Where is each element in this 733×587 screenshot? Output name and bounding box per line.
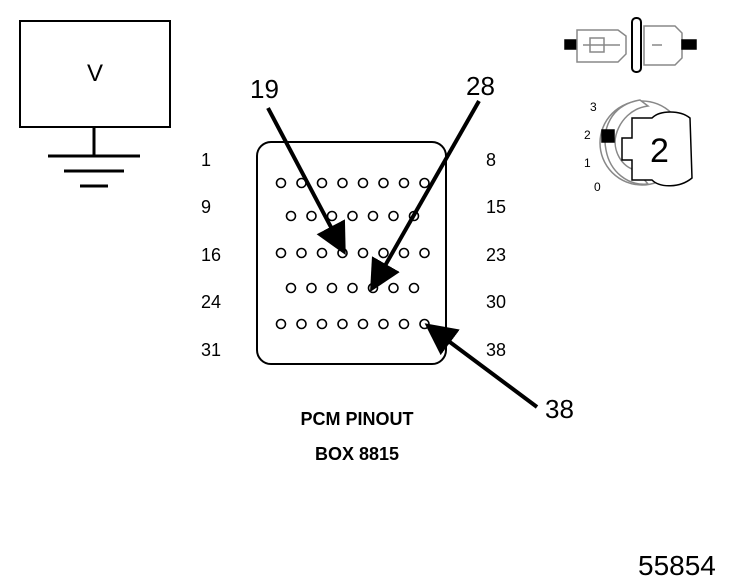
left-label-24: 24 <box>201 292 222 312</box>
left-label-9: 9 <box>201 197 212 217</box>
arrow-pin19 <box>266 107 346 256</box>
pin-hole-26 <box>326 282 338 294</box>
left-label-16: 16 <box>201 245 222 265</box>
pin-hole-20 <box>357 247 369 259</box>
right-label-38: 38 <box>486 340 507 360</box>
pin-hole-30 <box>408 282 420 294</box>
right-label-8: 8 <box>486 150 497 170</box>
switch-position-1: 1 <box>584 156 591 170</box>
pin-hole-32 <box>296 318 307 330</box>
pin-hole-1 <box>275 177 287 189</box>
caption-subtitle: BOX 8815 <box>314 444 400 464</box>
pin-hole-17 <box>296 247 307 259</box>
pcm-connector-outline <box>256 141 447 365</box>
right-label-15: 15 <box>486 197 507 217</box>
arrow-pin28 <box>370 100 481 292</box>
pin-hole-13 <box>367 210 379 222</box>
switch-position-2: 2 <box>584 128 591 142</box>
switch-position-3: 3 <box>590 100 597 114</box>
pin-hole-3 <box>316 177 328 189</box>
pin-hole-24 <box>285 282 297 294</box>
arrow-pin38 <box>424 323 539 409</box>
pin-hole-38 <box>419 318 430 330</box>
pin-hole-6 <box>378 177 389 189</box>
pin-hole-36 <box>378 318 389 330</box>
voltmeter-label: V <box>86 60 103 87</box>
pin-hole-34 <box>337 318 348 330</box>
pin-hole-21 <box>378 247 389 259</box>
right-label-30: 30 <box>486 292 507 312</box>
pin-hole-29 <box>388 282 399 294</box>
pin-hole-35 <box>357 318 369 330</box>
switch-selected-position: 2 <box>650 132 669 170</box>
pin-hole-31 <box>275 318 287 330</box>
pin-hole-27 <box>347 282 358 294</box>
pin-hole-8 <box>419 177 430 189</box>
right-label-23: 23 <box>486 245 507 265</box>
pin-hole-25 <box>306 282 317 294</box>
pin-hole-7 <box>398 177 410 189</box>
ground-symbol <box>48 126 140 188</box>
pin-hole-22 <box>398 247 410 259</box>
pin-hole-19 <box>337 247 348 259</box>
left-label-31: 31 <box>201 340 222 360</box>
pin-hole-5 <box>357 177 369 189</box>
pin-hole-12 <box>347 210 358 222</box>
connector-plug-icon <box>564 17 697 73</box>
switch-position-0: 0 <box>594 180 601 194</box>
pin-hole-33 <box>316 318 328 330</box>
figure-id: 55854 <box>638 550 716 581</box>
pin-grid <box>275 177 430 330</box>
pin-hole-10 <box>306 210 317 222</box>
ignition-switch-icon <box>599 99 693 187</box>
left-label-1: 1 <box>201 150 212 170</box>
callout-19: 19 <box>250 74 279 104</box>
pin-hole-23 <box>419 247 430 259</box>
pin-hole-37 <box>398 318 410 330</box>
pin-hole-4 <box>337 177 348 189</box>
pin-hole-9 <box>285 210 297 222</box>
pin-hole-16 <box>275 247 287 259</box>
callout-38: 38 <box>545 394 574 424</box>
callout-28: 28 <box>466 71 495 101</box>
pin-hole-14 <box>388 210 399 222</box>
pin-hole-18 <box>316 247 328 259</box>
caption-title: PCM PINOUT <box>300 409 414 429</box>
